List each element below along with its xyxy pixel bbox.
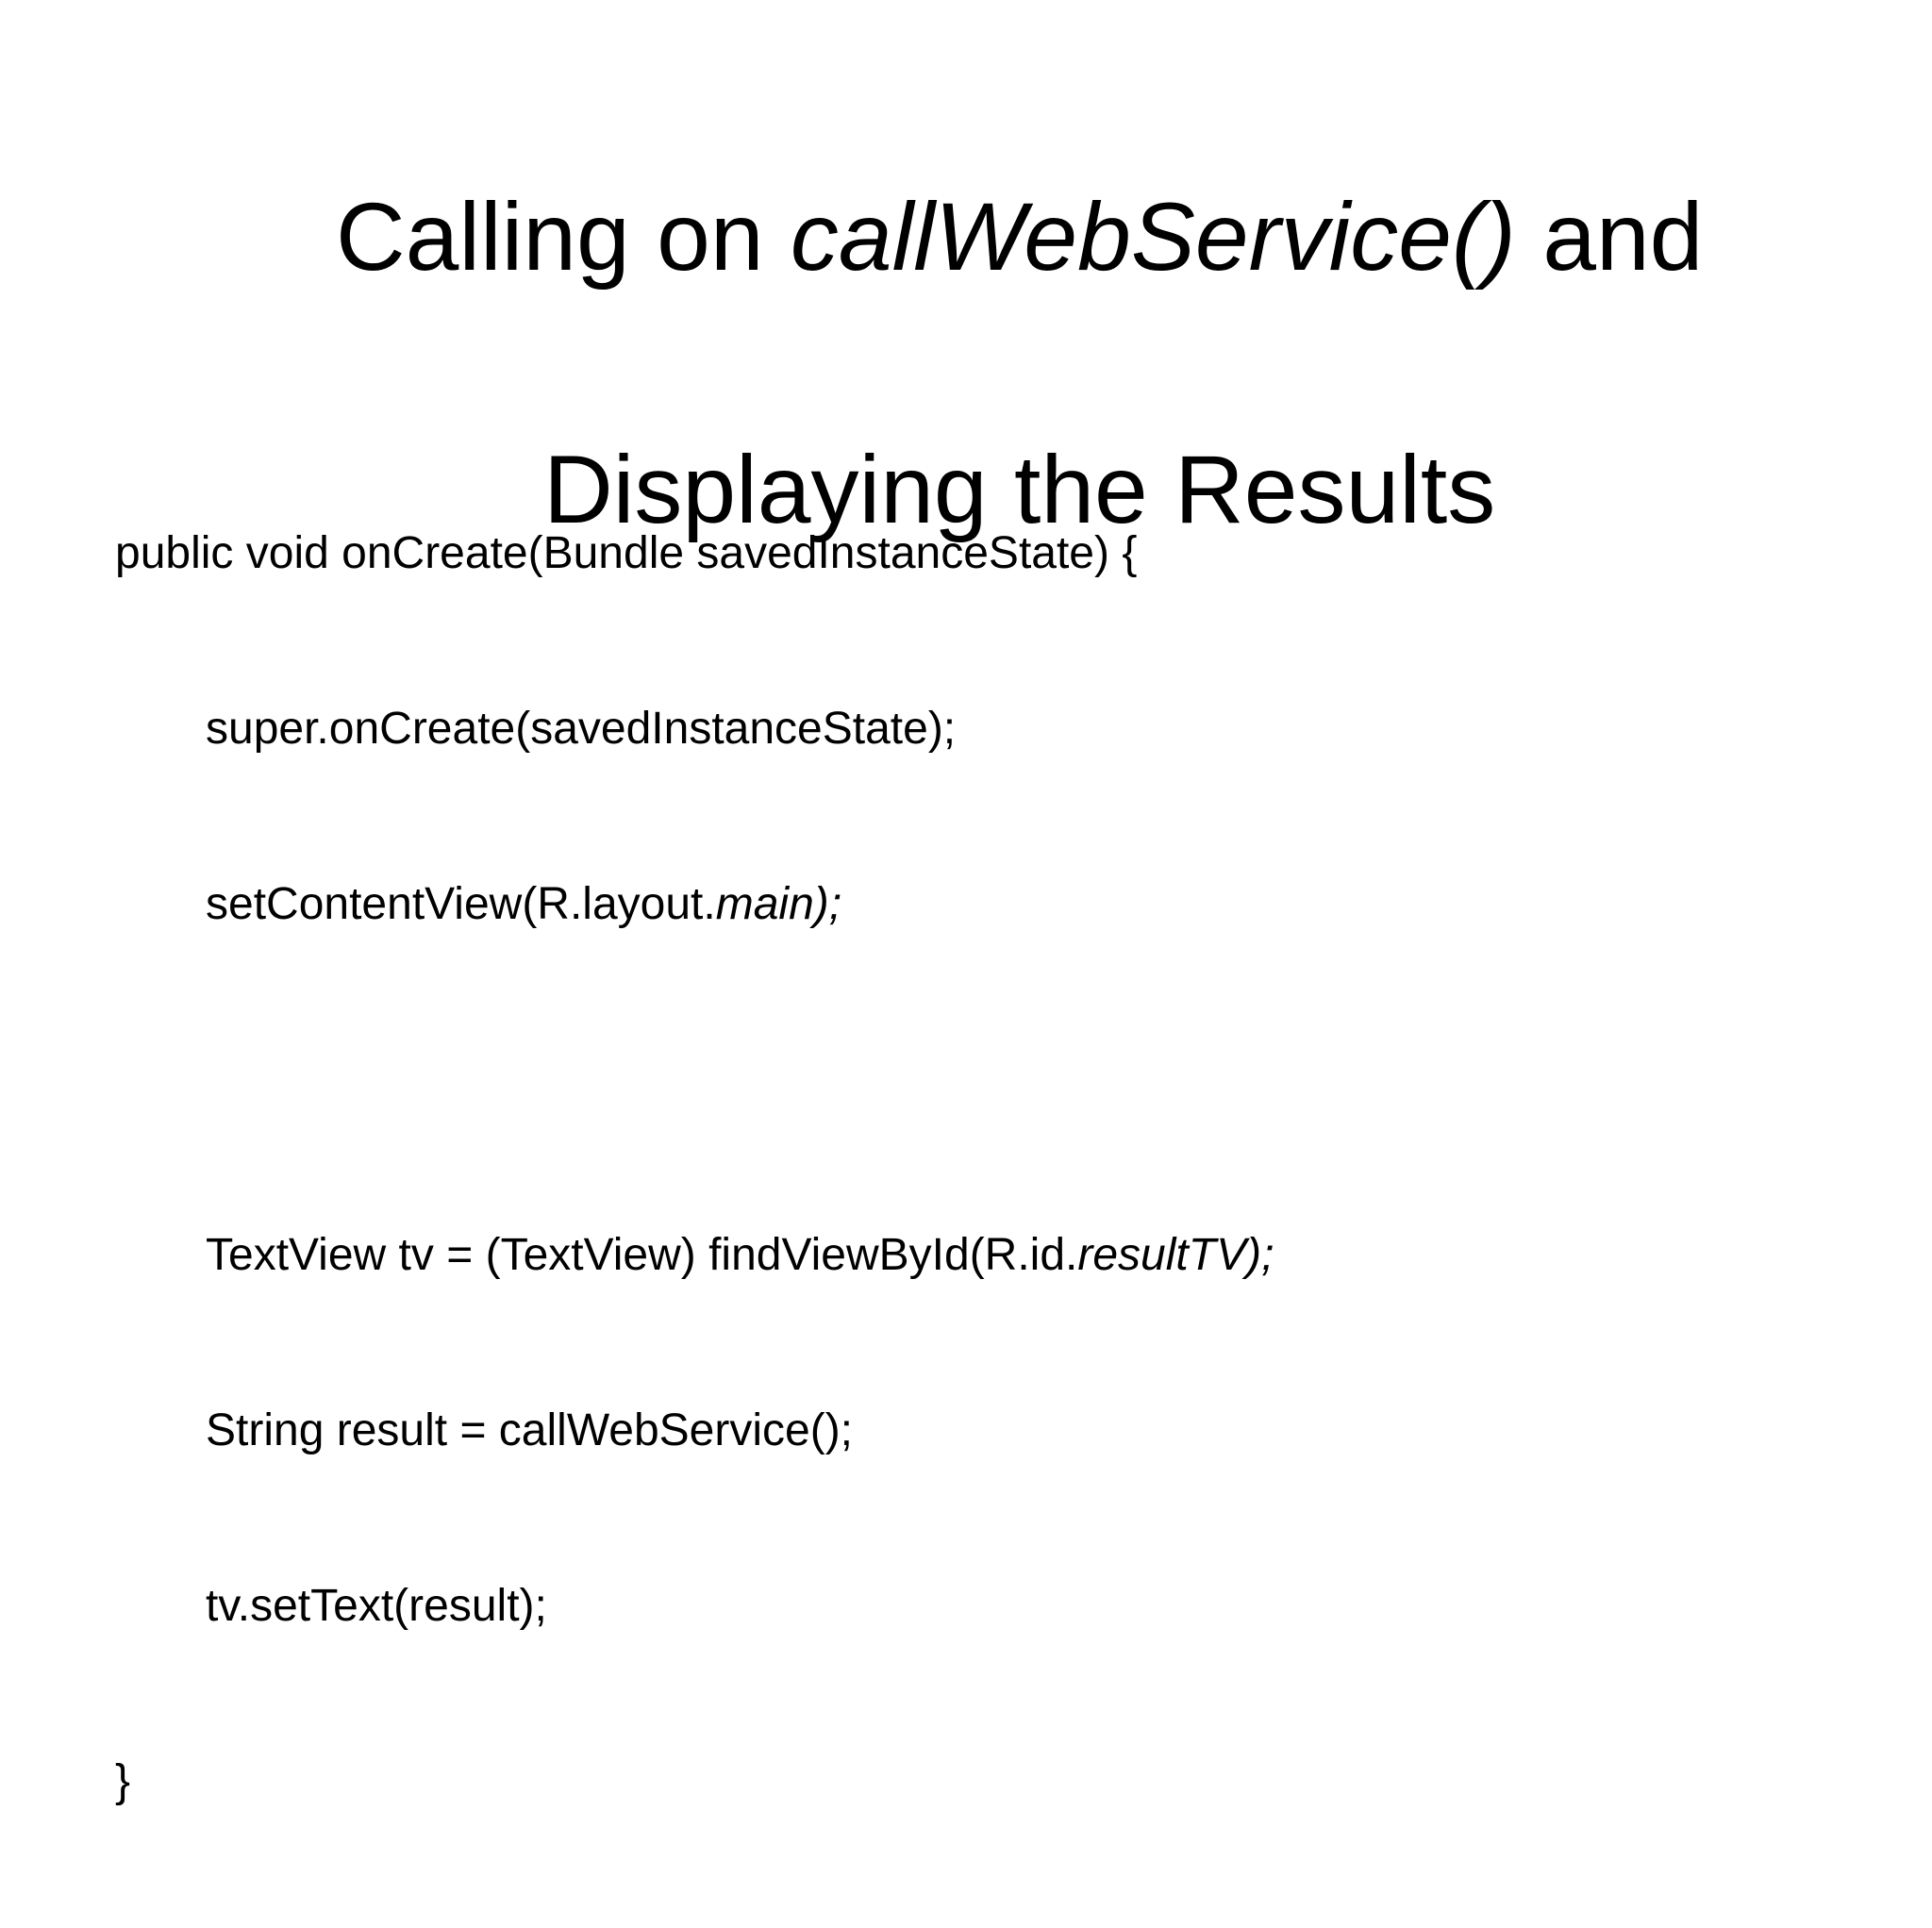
code-line-blank (115, 1051, 1274, 1109)
code-line-super-oncreate: super.onCreate(savedInstanceState); (115, 700, 1274, 758)
slide: Calling on callWebService() and Displayi… (0, 47, 1932, 1806)
title-line2: Displaying the Results (543, 436, 1496, 543)
title-line1-pre: Calling on (335, 183, 791, 291)
code-line-closing-brace: } (115, 1753, 1274, 1811)
code-text: public void onCreate(Bundle savedInstanc… (115, 528, 1138, 578)
code-text: } (115, 1756, 131, 1806)
code-text: tv.setText(result); (206, 1581, 547, 1631)
code-text: TextView tv = (TextView) findViewById(R.… (206, 1230, 1078, 1280)
slide-title: Calling on callWebService() and Displayi… (0, 47, 1932, 679)
code-text-italic: resultTV); (1077, 1230, 1274, 1280)
code-text-italic: main); (715, 879, 842, 929)
code-line-method-signature: public void onCreate(Bundle savedInstanc… (115, 524, 1274, 583)
title-line1-italic-method: callWebService() (790, 183, 1516, 291)
title-line1: Calling on callWebService() and (336, 183, 1703, 291)
code-text: super.onCreate(savedInstanceState); (206, 704, 957, 754)
title-line1-post: and (1515, 183, 1704, 291)
code-line-string-result: String result = callWebService(); (115, 1402, 1274, 1460)
code-block: public void onCreate(Bundle savedInstanc… (115, 407, 1274, 1928)
code-text: setContentView(R.layout. (206, 879, 716, 929)
code-text: String result = callWebService(); (206, 1405, 854, 1455)
code-line-textview-findviewbyid: TextView tv = (TextView) findViewById(R.… (115, 1226, 1274, 1285)
code-line-setcontentview: setContentView(R.layout.main); (115, 875, 1274, 934)
code-line-settext: tv.setText(result); (115, 1577, 1274, 1636)
